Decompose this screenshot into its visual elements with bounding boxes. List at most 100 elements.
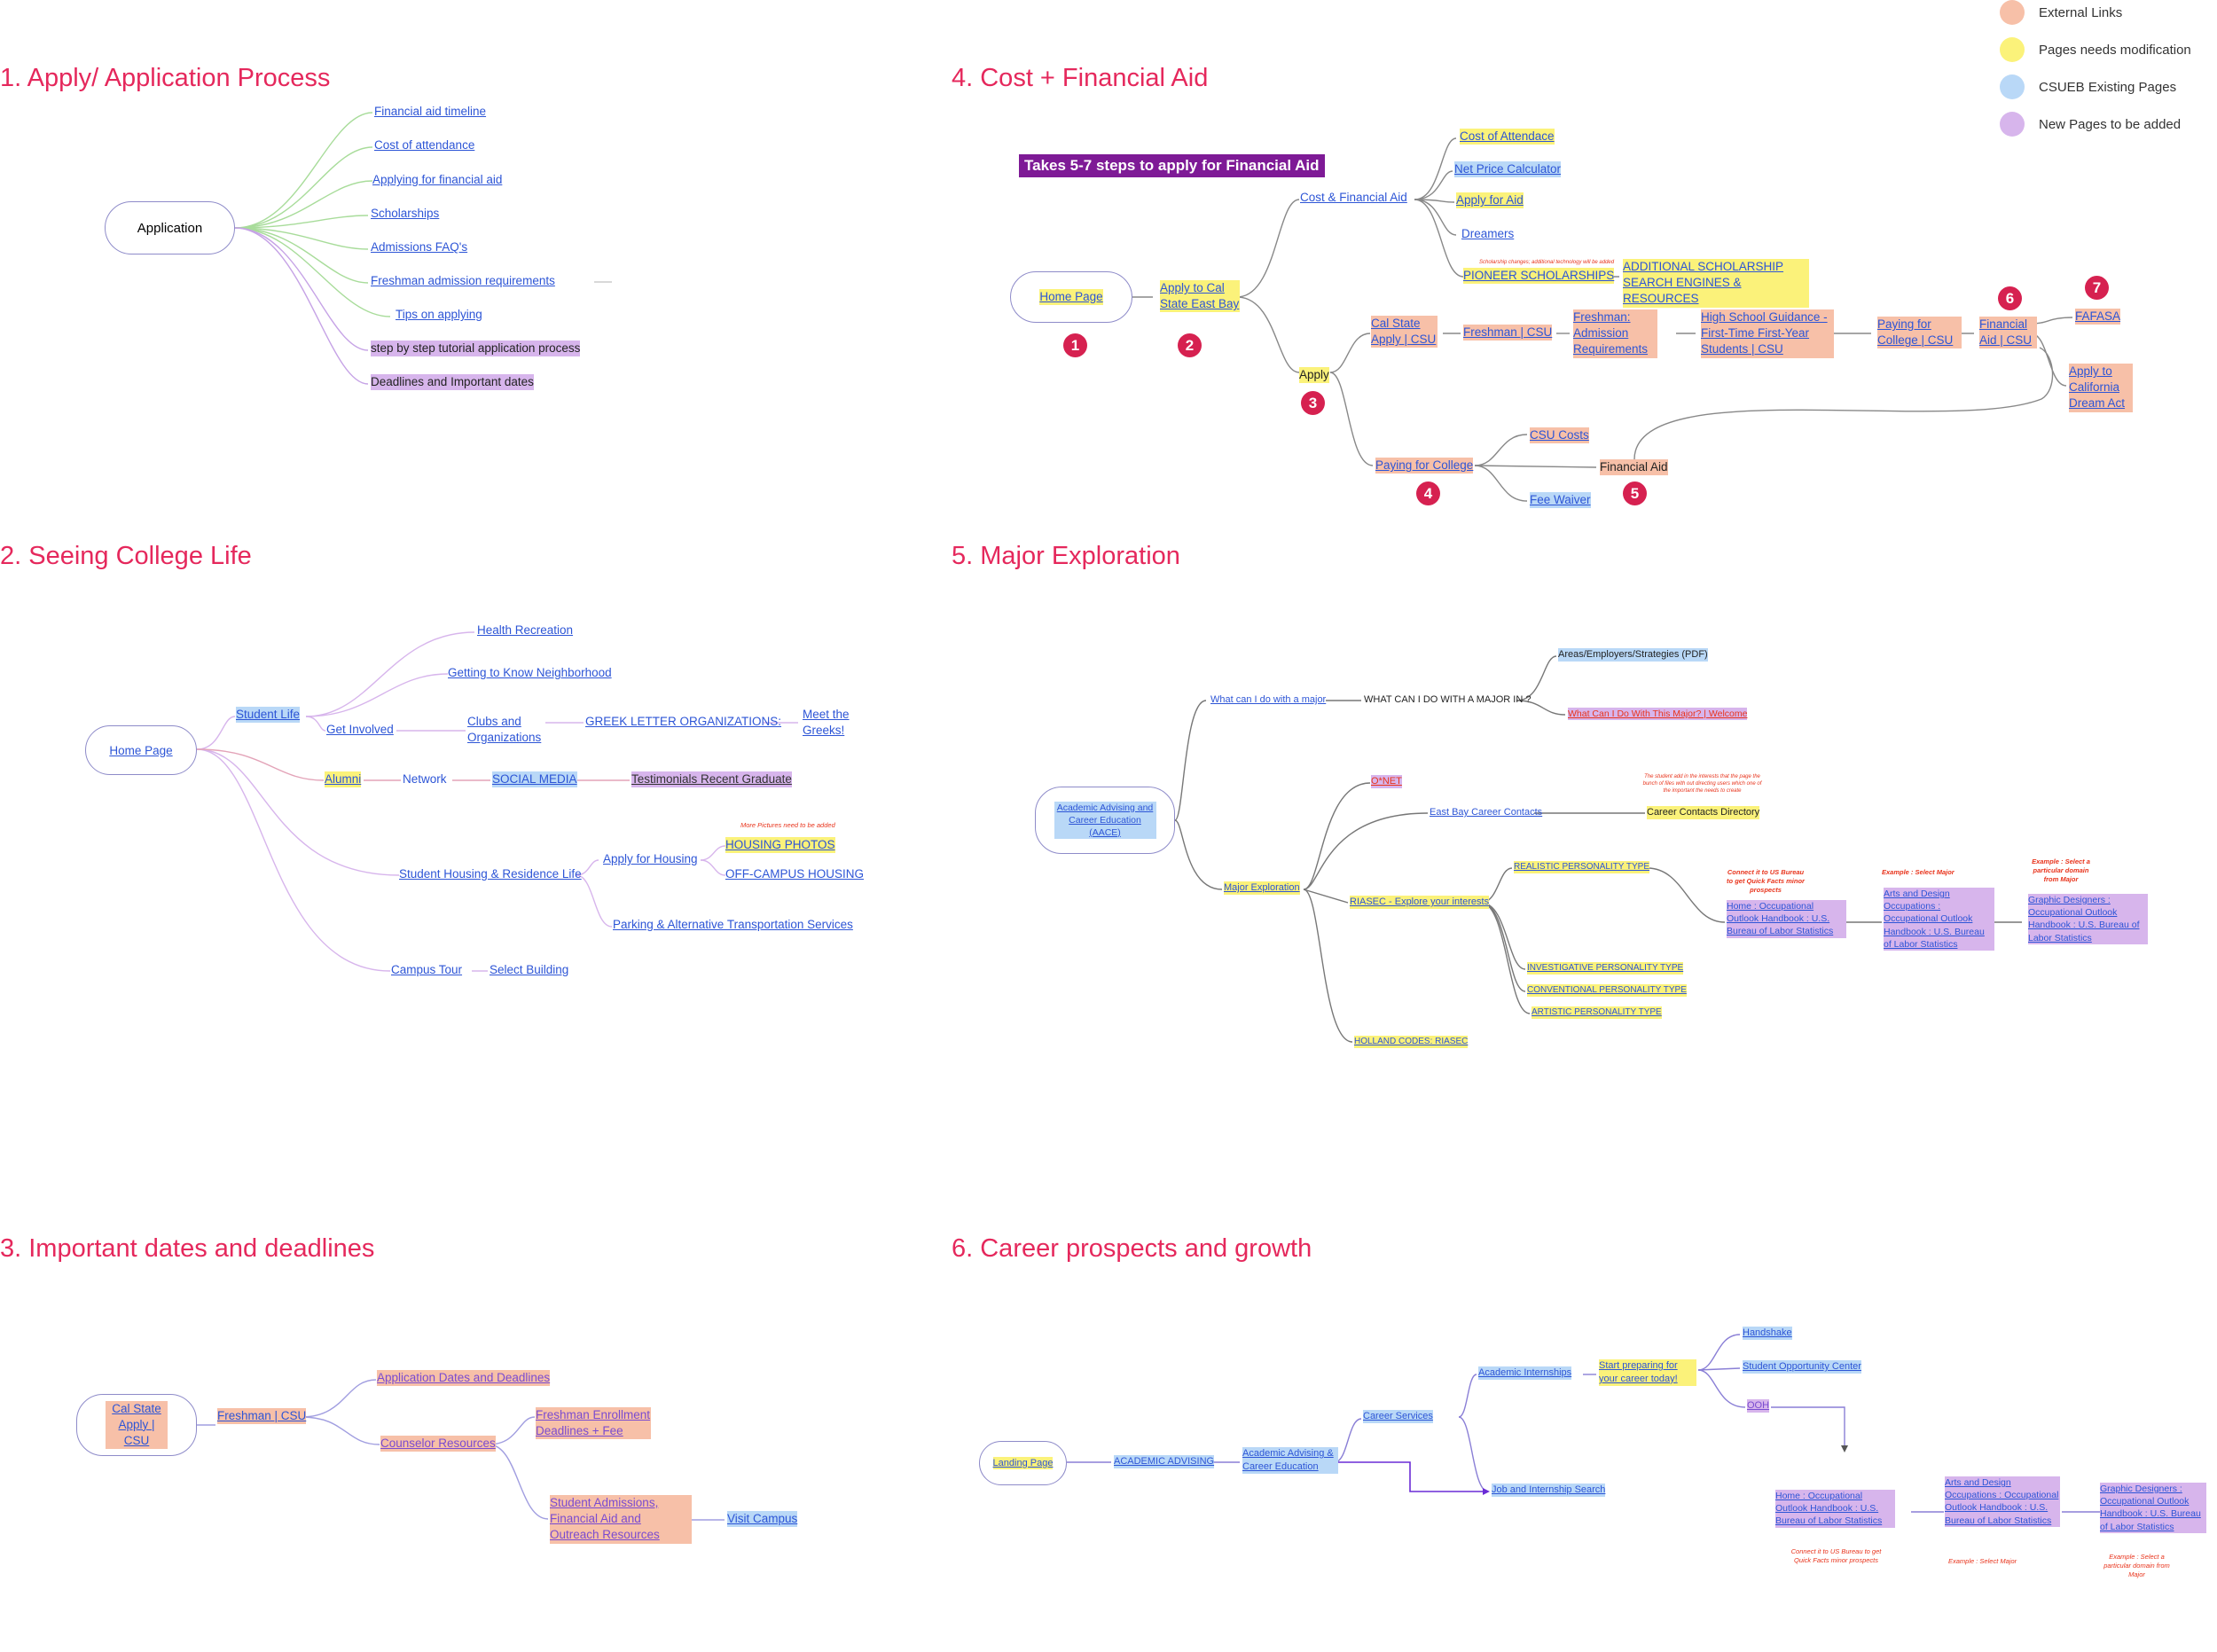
link-counselor-resources[interactable]: Counselor Resources <box>380 1436 496 1452</box>
section-title-apply: 1. Apply/ Application Process <box>0 64 331 92</box>
link-paying-for-college[interactable]: Paying for College <box>1375 458 1474 474</box>
legend-external-links: External Links <box>2000 0 2122 25</box>
link-what-can-i-do-welcome[interactable]: What Can I Do With This Major? | Welcome <box>1568 708 1748 721</box>
link-csu-costs[interactable]: CSU Costs <box>1530 427 1589 444</box>
link-job-internship-search[interactable]: Job and Internship Search <box>1492 1484 1606 1497</box>
link-areas-employers[interactable]: Areas/Employers/Strategies (PDF) <box>1558 648 1708 662</box>
link-freshman-csu[interactable]: Freshman | CSU <box>217 1408 307 1425</box>
node-landing-page[interactable]: Landing Page <box>979 1441 1067 1485</box>
link-high-school-guidance[interactable]: High School Guidance - First-Time First-… <box>1701 309 1834 358</box>
link-select-building[interactable]: Select Building <box>490 963 569 976</box>
node-financial-aid[interactable]: Financial Aid <box>1600 459 1668 476</box>
link-artistic[interactable]: ARTISTIC PERSONALITY TYPE <box>1532 1006 1662 1019</box>
link-realistic[interactable]: REALISTIC PERSONALITY TYPE <box>1514 861 1650 873</box>
link-fee-waiver[interactable]: Fee Waiver <box>1530 492 1591 509</box>
link-graphic-designers-s6[interactable]: Graphic Designers : Occupational Outlook… <box>2100 1483 2206 1533</box>
link-ooh-home-s6[interactable]: Home : Occupational Outlook Handbook : U… <box>1775 1490 1895 1528</box>
link-dreamers[interactable]: Dreamers <box>1461 227 1515 240</box>
link-parking[interactable]: Parking & Alternative Transportation Ser… <box>613 918 853 931</box>
link-conventional[interactable]: CONVENTIONAL PERSONALITY TYPE <box>1527 984 1687 997</box>
link-paying-csu[interactable]: Paying for College | CSU <box>1877 317 1962 349</box>
link-start-preparing[interactable]: Start preparing for your career today! <box>1599 1359 1696 1386</box>
step-badge-1: 1 <box>1063 333 1087 357</box>
link-application-dates[interactable]: Application Dates and Deadlines <box>377 1370 551 1387</box>
link-visit-campus[interactable]: Visit Campus <box>727 1511 798 1528</box>
link-academic-internships[interactable]: Academic Internships <box>1478 1366 1572 1380</box>
link-scholarships[interactable]: Scholarships <box>371 207 440 220</box>
link-handshake[interactable]: Handshake <box>1743 1327 1792 1340</box>
link-get-involved[interactable]: Get Involved <box>326 723 394 736</box>
link-student-opportunity-center[interactable]: Student Opportunity Center <box>1743 1360 1861 1374</box>
link-freshman-enrollment[interactable]: Freshman Enrollment Deadlines + Fee <box>536 1407 651 1440</box>
link-dream-act[interactable]: Apply to California Dream Act <box>2069 364 2133 412</box>
link-applying-for-financial-aid[interactable]: Applying for financial aid <box>372 173 503 186</box>
link-pioneer-scholarships[interactable]: PIONEER SCHOLARSHIPS <box>1463 268 1615 285</box>
link-alumni[interactable]: Alumni <box>325 771 362 788</box>
node-home-page[interactable]: Home Page <box>85 725 197 775</box>
link-cost-of-attendance[interactable]: Cost of attendance <box>374 138 475 152</box>
link-off-campus-housing[interactable]: OFF-CAMPUS HOUSING <box>725 867 865 881</box>
link-apply-housing[interactable]: Apply for Housing <box>603 852 698 865</box>
link-fafsa[interactable]: FAFASA <box>2075 309 2121 325</box>
node-label: Academic Advising and Career Education (… <box>1054 801 1156 840</box>
link-career-services[interactable]: Career Services <box>1363 1410 1433 1423</box>
link-what-can-i-do[interactable]: What can I do with a major <box>1210 694 1327 705</box>
link-cost-financial-aid[interactable]: Cost & Financial Aid <box>1300 191 1407 204</box>
link-graphic-designers[interactable]: Graphic Designers : Occupational Outlook… <box>2028 894 2148 944</box>
link-health-recreation[interactable]: Health Recreation <box>477 623 574 637</box>
link-housing-photos[interactable]: HOUSING PHOTOS <box>725 837 835 854</box>
link-financial-aid-timeline[interactable]: Financial aid timeline <box>374 105 487 118</box>
link-apply-for-aid[interactable]: Apply for Aid <box>1456 192 1524 209</box>
node-cal-state-apply[interactable]: Cal State Apply | CSU <box>76 1394 197 1456</box>
node-what-can-caps[interactable]: WHAT CAN I DO WITH A MAJOR IN ? <box>1364 694 1532 705</box>
link-clubs-organizations[interactable]: Clubs and Organizations <box>467 715 542 745</box>
link-campus-tour[interactable]: Campus Tour <box>391 963 463 976</box>
link-net-price-calculator[interactable]: Net Price Calculator <box>1454 161 1562 178</box>
link-east-bay-contacts[interactable]: East Bay Career Contacts <box>1430 807 1543 818</box>
link-ooh-home[interactable]: Home : Occupational Outlook Handbook : U… <box>1727 900 1846 938</box>
legend-swatch <box>2000 37 2025 62</box>
link-investigative[interactable]: INVESTIGATIVE PERSONALITY TYPE <box>1527 962 1684 975</box>
link-cal-state-apply[interactable]: Cal State Apply | CSU <box>1371 316 1438 348</box>
link-onet[interactable]: O*NET <box>1371 775 1402 788</box>
link-tips-on-applying[interactable]: Tips on applying <box>396 308 482 321</box>
link-aace-s6[interactable]: Academic Advising & Career Education <box>1242 1447 1338 1474</box>
link-student-life[interactable]: Student Life <box>236 707 301 724</box>
link-financial-aid-csu[interactable]: Financial Aid | CSU <box>1979 317 2037 349</box>
link-additional-scholarship[interactable]: ADDITIONAL SCHOLARSHIP SEARCH ENGINES & … <box>1623 259 1809 308</box>
link-arts-design-s6[interactable]: Arts and Design Occupations : Occupation… <box>1945 1476 2060 1527</box>
link-academic-advising[interactable]: ACADEMIC ADVISING <box>1114 1455 1215 1468</box>
legend-needs-modification: Pages needs modification <box>2000 37 2191 62</box>
link-freshman-admission[interactable]: Freshman: Admission Requirements <box>1573 309 1657 358</box>
node-aace[interactable]: Academic Advising and Career Education (… <box>1035 787 1175 854</box>
link-cost-of-attendace[interactable]: Cost of Attendace <box>1460 129 1555 145</box>
link-meet-the-greeks[interactable]: Meet the Greeks! <box>803 708 850 738</box>
link-social-media[interactable]: SOCIAL MEDIA <box>492 771 577 788</box>
node-career-contacts-directory[interactable]: Career Contacts Directory <box>1647 806 1760 819</box>
node-apply[interactable]: Apply <box>1299 367 1329 384</box>
note-select-major: Example : Select Major <box>1882 868 1955 876</box>
link-major-exploration[interactable]: Major Exploration <box>1224 881 1300 895</box>
link-freshman-csu-s4[interactable]: Freshman | CSU <box>1463 325 1553 341</box>
item-network[interactable]: Network <box>403 772 447 786</box>
link-greek-letter-orgs[interactable]: GREEK LETTER ORGANIZATIONS: <box>585 715 782 728</box>
link-riasec[interactable]: RIASEC - Explore your interests <box>1350 896 1490 909</box>
link-admissions-faq[interactable]: Admissions FAQ's <box>371 240 468 254</box>
node-home-page-s4[interactable]: Home Page <box>1010 271 1132 323</box>
legend-existing-pages: CSUEB Existing Pages <box>2000 74 2176 99</box>
note-select-major-s6: Example : Select Major <box>1948 1557 2017 1565</box>
link-arts-design[interactable]: Arts and Design Occupations : Occupation… <box>1884 888 1994 951</box>
link-ooh[interactable]: OOH <box>1747 1399 1770 1413</box>
node-label: Landing Page <box>992 1456 1054 1470</box>
link-apply-cal-state[interactable]: Apply to Cal State East Bay <box>1160 280 1240 313</box>
link-holland-codes[interactable]: HOLLAND CODES: RIASEC <box>1354 1036 1469 1048</box>
step-badge-2: 2 <box>1178 333 1202 357</box>
note-select-domain: Example : Select a particular domain fro… <box>2032 857 2090 884</box>
link-student-housing[interactable]: Student Housing & Residence Life <box>399 867 582 881</box>
link-neighborhood[interactable]: Getting to Know Neighborhood <box>448 666 612 679</box>
link-student-admissions[interactable]: Student Admissions, Financial Aid and Ou… <box>550 1495 692 1544</box>
section-title-cost: 4. Cost + Financial Aid <box>952 64 1209 92</box>
link-testimonials[interactable]: Testimonials Recent Graduate <box>631 771 792 788</box>
link-freshman-admission-requirements[interactable]: Freshman admission requirements <box>371 274 555 287</box>
node-application[interactable]: Application <box>105 201 235 254</box>
